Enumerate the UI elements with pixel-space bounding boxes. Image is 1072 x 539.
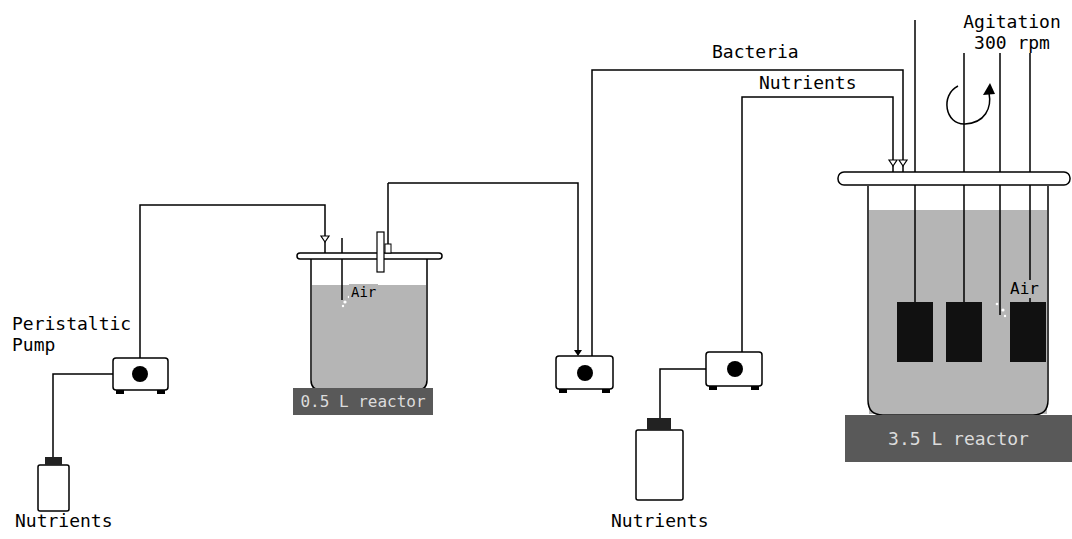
bubble [343, 300, 346, 303]
arrow-head [983, 83, 995, 95]
vessel-outline [868, 186, 1048, 415]
text-label: Nutrients [15, 511, 113, 532]
impeller-shaft [914, 20, 916, 302]
pump-foot [157, 390, 165, 394]
pump-foot [751, 386, 759, 390]
vessel-outline [311, 259, 427, 390]
pump-rotor [132, 366, 148, 382]
tubing [387, 183, 389, 253]
text-label: Air [1008, 280, 1041, 298]
reactor-label: 0.5 L reactor [300, 393, 425, 411]
tubing [660, 369, 706, 418]
text-label: Bacteria [712, 42, 799, 63]
tubing [592, 70, 903, 356]
rotation-arrow [947, 86, 990, 124]
pump-foot [602, 389, 610, 393]
arrow-head [574, 350, 582, 356]
valve [889, 160, 897, 166]
bubble [342, 305, 344, 307]
text-label: Nutrients [611, 511, 709, 532]
air-line [341, 238, 343, 300]
bubble [996, 303, 999, 306]
tubing [140, 205, 325, 358]
text-label: Peristaltic Pump [12, 314, 140, 355]
pump-rotor [577, 365, 593, 381]
bottle [38, 465, 69, 511]
tubing [388, 183, 578, 350]
reactor-base: 3.5 L reactor [845, 415, 1072, 462]
tubing [742, 97, 893, 352]
text-label: Air [349, 284, 378, 300]
peristaltic-pump [556, 356, 613, 389]
pump-foot [559, 389, 567, 393]
liquid [869, 210, 1047, 414]
text-label: Agitation 300 rpm [956, 12, 1068, 53]
bottle-cap [647, 418, 671, 430]
tubing [53, 374, 113, 457]
valve [899, 160, 907, 166]
peristaltic-pump [113, 358, 168, 390]
impeller-shaft [963, 22, 965, 302]
probe-tube [377, 232, 384, 272]
impeller-shaft [1029, 20, 1031, 302]
pump-foot [116, 390, 124, 394]
reactor-base: 0.5 L reactor [293, 388, 433, 415]
pump-rotor [727, 361, 743, 377]
bubble [1001, 308, 1004, 311]
impeller [1010, 302, 1046, 362]
impeller [946, 302, 982, 362]
reactor-label: 3.5 L reactor [888, 429, 1029, 449]
peristaltic-pump [706, 352, 762, 386]
port [385, 244, 391, 253]
liquid [312, 285, 426, 389]
reactor-lid [838, 172, 1070, 185]
tubing [324, 242, 326, 253]
text-label: Nutrients [757, 73, 859, 94]
bottle-cap [45, 457, 62, 465]
pump-foot [709, 386, 717, 390]
bottle [636, 430, 683, 500]
bubble [1004, 315, 1006, 317]
valve [321, 236, 329, 242]
reactor-lid [297, 253, 442, 259]
impeller [897, 302, 933, 362]
